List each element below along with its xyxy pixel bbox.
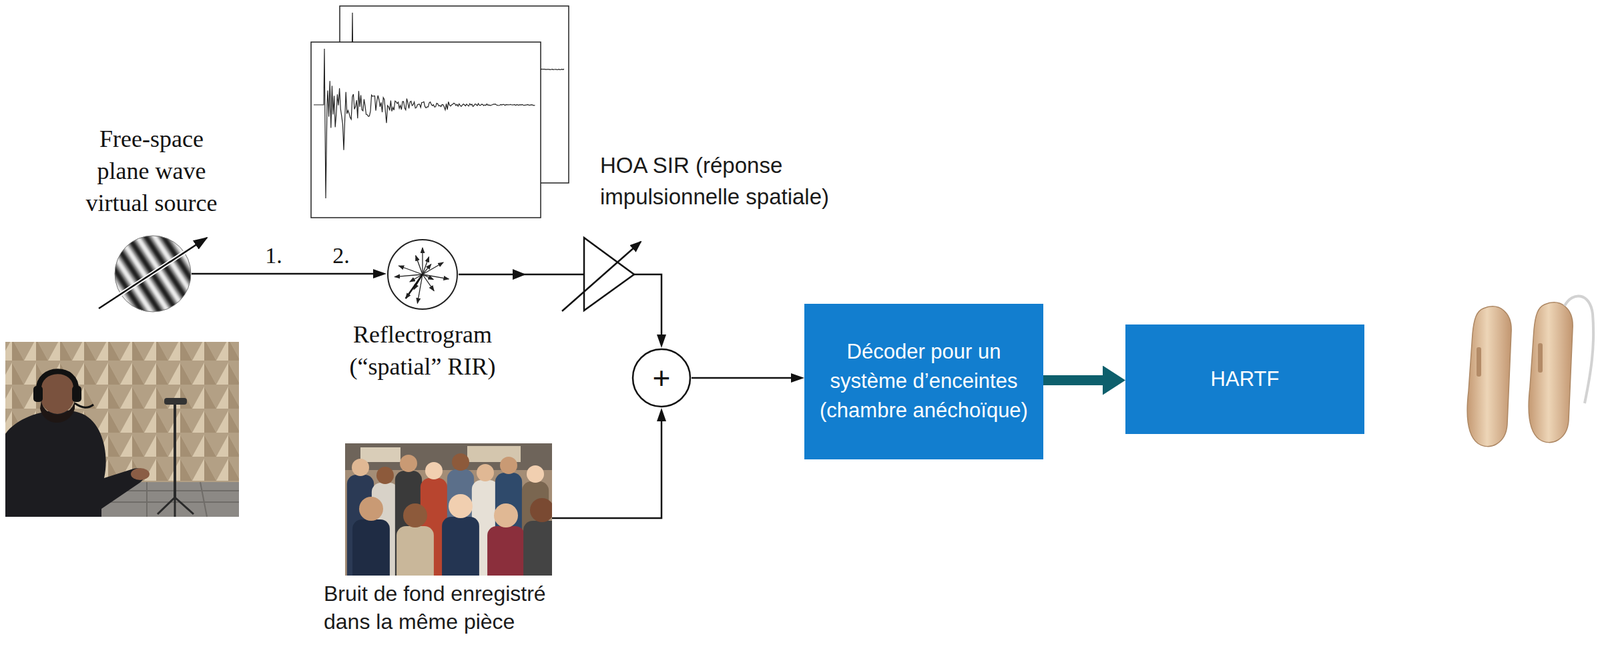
hearing-aids xyxy=(1467,295,1594,446)
node-caption: Free-space plane wave virtual source xyxy=(80,122,224,219)
hartf-box: HARTF xyxy=(1125,324,1365,434)
flow-arrow xyxy=(1043,375,1103,386)
graphic-part xyxy=(422,262,444,275)
person-head xyxy=(451,453,470,471)
graphic-part xyxy=(1476,347,1482,377)
sum-sign: + xyxy=(652,362,671,394)
person-head xyxy=(448,493,473,518)
graphic-part xyxy=(1528,302,1573,443)
reflectogram-symbol: Reflectrogram (“spatial” RIR) xyxy=(386,238,459,311)
graphic-part xyxy=(422,274,449,280)
signal-line xyxy=(691,377,791,380)
graphic-part xyxy=(157,497,194,517)
graphic-part xyxy=(74,194,232,353)
planewave-shape xyxy=(114,234,192,313)
plot-label: HOA SIR (réponse impulsionnelle spatiale… xyxy=(600,149,888,213)
text-holder: Reflectrogram (“spatial” RIR) xyxy=(315,318,530,383)
graphic-part xyxy=(422,264,432,275)
graphic-part xyxy=(98,237,207,309)
graphic-part xyxy=(1467,306,1512,447)
person-head xyxy=(425,461,443,480)
graphic-part xyxy=(5,341,239,517)
arrow-head xyxy=(512,269,526,280)
text-holder: Bruit de fond enregistré dans la même pi… xyxy=(323,579,578,636)
graphic-part xyxy=(345,443,553,470)
person-head xyxy=(351,458,370,476)
graphic-part xyxy=(40,400,75,423)
person-body xyxy=(523,520,553,576)
signal-line xyxy=(552,421,662,518)
reflect-shape xyxy=(386,238,459,311)
graphic-part xyxy=(360,447,401,462)
label-holder: HOA SIR (réponse impulsionnelle spatiale… xyxy=(600,149,888,213)
graphic-part xyxy=(398,265,423,275)
plane-wave-source: Free-space plane wave virtual source xyxy=(114,234,192,313)
person-head xyxy=(399,454,418,472)
graphic-part xyxy=(173,403,177,498)
graphic-part xyxy=(1537,343,1543,373)
person-head xyxy=(476,463,494,482)
person-head xyxy=(376,466,394,484)
node-caption: Reflectrogram (“spatial” RIR) xyxy=(315,318,530,383)
graphic-part xyxy=(72,385,82,402)
graphic-part xyxy=(74,403,94,408)
signal-line xyxy=(191,273,374,276)
graphic-part xyxy=(394,274,423,278)
anechoic-photo xyxy=(5,341,239,517)
graphic-part xyxy=(164,397,187,405)
text-holder: + xyxy=(631,347,692,408)
plot-frame xyxy=(311,42,541,218)
person-body xyxy=(487,525,525,576)
graphic-part xyxy=(98,237,207,309)
graphic-part xyxy=(422,274,434,292)
person-head xyxy=(359,496,384,521)
graphic-part xyxy=(415,255,423,275)
person-head xyxy=(493,503,518,528)
graphic-part xyxy=(5,409,145,517)
graphic-part xyxy=(33,385,43,402)
text-holder: Décoder pour un système d’enceintes (cha… xyxy=(804,303,1044,460)
summing-junction: + xyxy=(631,347,692,408)
person-head xyxy=(529,497,553,522)
person-body xyxy=(441,516,480,576)
impulse-response-plots xyxy=(311,6,569,218)
amplifier-symbol xyxy=(584,237,635,311)
graphic-part xyxy=(387,239,458,310)
decoder-box: Décoder pour un système d’enceintes (cha… xyxy=(804,303,1044,460)
step-number: 2. xyxy=(327,244,355,268)
graphic-part xyxy=(38,371,77,390)
person-head xyxy=(499,456,518,474)
node-caption: Bruit de fond enregistré dans la même pi… xyxy=(323,579,578,636)
crowd-photo xyxy=(345,443,553,576)
person-head xyxy=(403,503,428,528)
label-holder: 2. xyxy=(327,244,355,268)
graphic-part xyxy=(421,247,423,275)
graphic-part xyxy=(422,274,434,280)
noise-photo: Bruit de fond enregistré dans la même pi… xyxy=(345,443,553,576)
graphic-part xyxy=(130,467,150,480)
graphic-part xyxy=(405,274,423,299)
graphic-part xyxy=(1528,302,1573,443)
graphic-part xyxy=(1564,295,1594,404)
waveform xyxy=(313,48,535,199)
graphic-part xyxy=(632,349,691,407)
variable-gain-arrow xyxy=(562,241,641,312)
person-body xyxy=(396,525,434,576)
person-body xyxy=(352,519,390,576)
person-head xyxy=(526,465,545,483)
text-holder: Free-space plane wave virtual source xyxy=(80,122,224,219)
graphic-part xyxy=(422,256,430,275)
label-holder: 1. xyxy=(260,244,288,268)
text-holder: HARTF xyxy=(1125,324,1365,434)
box-label: Décoder pour un système d’enceintes (cha… xyxy=(804,337,1044,426)
box-label: HARTF xyxy=(1200,364,1291,394)
step-number: 1. xyxy=(260,244,288,268)
